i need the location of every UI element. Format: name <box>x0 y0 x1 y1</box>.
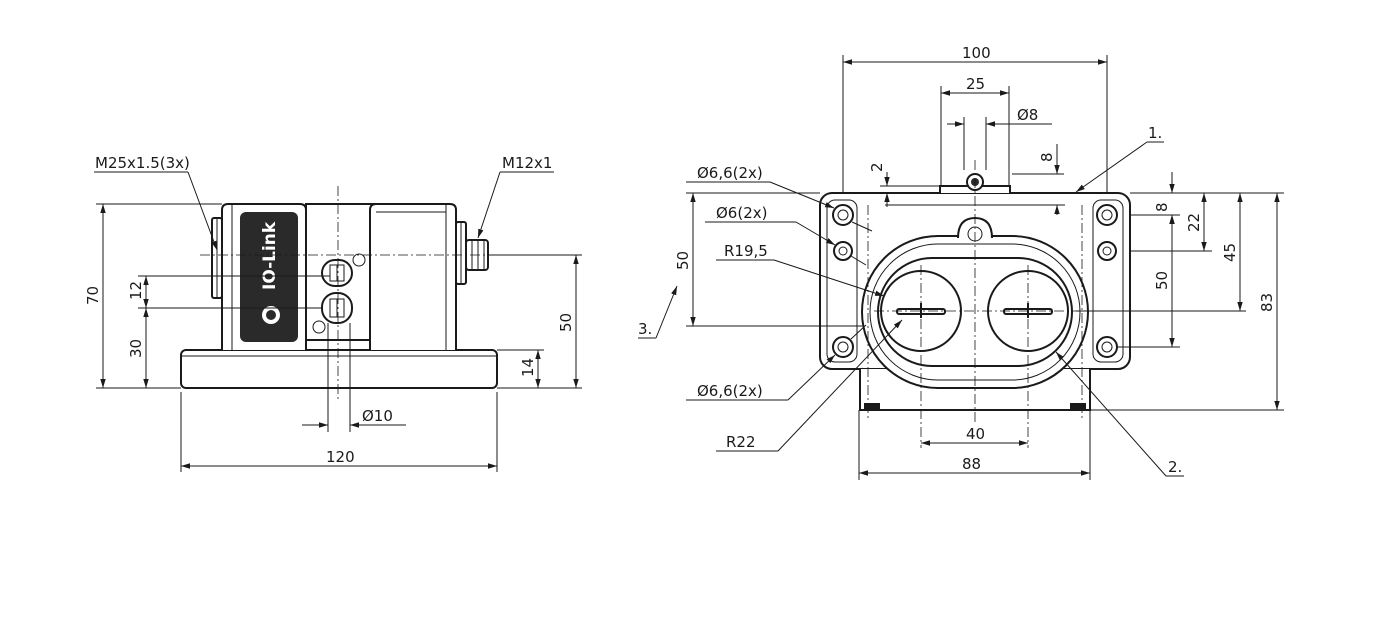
dim-height-12: 12 <box>127 281 145 300</box>
dim-height-30: 30 <box>127 339 145 358</box>
dim-height-70: 70 <box>84 286 102 305</box>
front-hole-bl <box>832 336 854 358</box>
front-hole-br <box>1096 336 1118 358</box>
dim-dia-8: Ø8 <box>1017 106 1038 124</box>
label-thread-m25: M25x1.5(3x) <box>95 154 190 172</box>
front-hole-mr <box>1097 241 1117 261</box>
label-hole-6: Ø6(2x) <box>716 204 767 222</box>
front-hole-ml <box>833 241 853 261</box>
side-screw-upper <box>352 253 366 267</box>
dim-50-right: 50 <box>1153 271 1171 290</box>
dim-width-88: 88 <box>962 455 981 473</box>
dim-width-25: 25 <box>966 75 985 93</box>
callout-1: 1. <box>1148 124 1162 142</box>
side-right-housing <box>369 203 457 350</box>
callout-2: 2. <box>1168 458 1182 476</box>
side-logo-block <box>240 212 298 342</box>
label-radius-22: R22 <box>726 433 756 451</box>
dim-8-right: 8 <box>1153 202 1171 212</box>
side-base-plate <box>180 349 498 389</box>
side-screw-lower <box>312 320 326 334</box>
side-view: IO-Link 12 <box>84 154 582 472</box>
dim-width-120: 120 <box>326 448 355 466</box>
label-radius-19-5: R19,5 <box>724 242 768 260</box>
dim-height-14: 14 <box>519 358 537 377</box>
io-link-logo: IO-Link <box>260 221 280 290</box>
dim-height-50-left: 50 <box>674 251 692 270</box>
dim-2: 2 <box>868 162 886 172</box>
dim-22: 22 <box>1185 213 1203 232</box>
dim-83: 83 <box>1258 293 1276 312</box>
dim-width-100: 100 <box>962 44 991 62</box>
label-hole-66-bottom: Ø6,6(2x) <box>697 382 763 400</box>
dim-width-40: 40 <box>966 425 985 443</box>
front-hole-tr <box>1096 204 1118 226</box>
dim-shaft-dia-10: Ø10 <box>362 407 393 425</box>
dim-height-50-side: 50 <box>557 313 575 332</box>
callout-3: 3. <box>638 320 652 338</box>
front-hole-tl <box>832 204 854 226</box>
front-view: 100 25 Ø8 2 8 Ø6,6(2x) Ø6(2x) <box>638 44 1284 480</box>
label-hole-66-top: Ø6,6(2x) <box>697 164 763 182</box>
label-thread-m12: M12x1 <box>502 154 552 172</box>
dim-45: 45 <box>1221 243 1239 262</box>
dim-8-top: 8 <box>1038 152 1056 162</box>
